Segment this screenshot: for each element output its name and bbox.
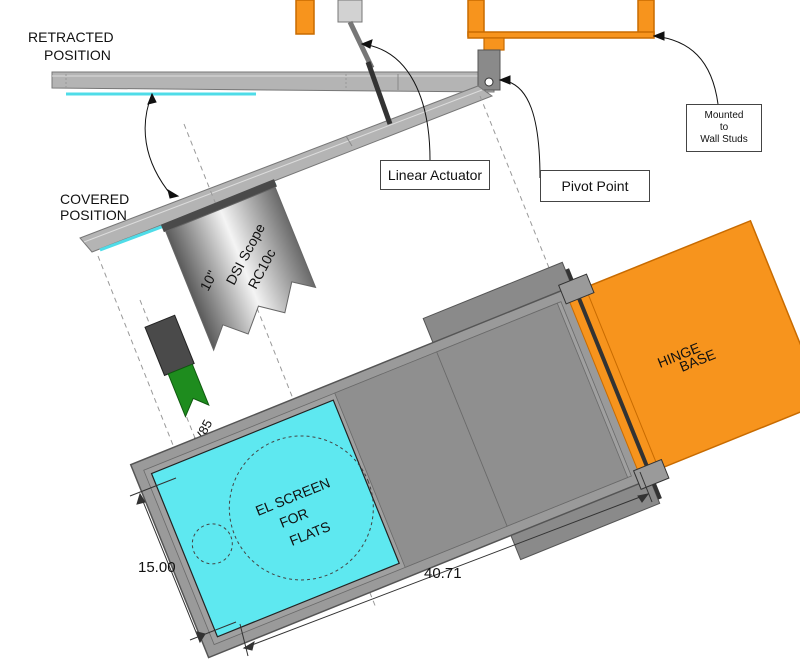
retracted-bar: [51, 71, 495, 96]
dimension-length: [239, 471, 653, 657]
main-assembly: [129, 219, 800, 659]
linear-actuator-label: Linear Actuator: [387, 167, 483, 183]
dimension-width: [129, 477, 237, 644]
retracted-label-2: POSITION: [44, 47, 111, 63]
mounted-callout: Mounted to Wall Studs: [686, 104, 762, 152]
mounted-label-2: to: [719, 122, 729, 133]
mounted-label-1: Mounted: [704, 110, 744, 121]
linear-actuator-rod: [347, 20, 393, 125]
actuator-mount: [337, 0, 363, 23]
pivot-point-callout: Pivot Point: [540, 170, 650, 202]
mounted-label-3: Wall Studs: [700, 134, 748, 145]
annotation-arrows: [144, 31, 719, 199]
dimension-length-label: 40.71: [424, 565, 462, 582]
pivot-block: [477, 49, 501, 91]
retracted-label-1: RETRACTED: [28, 29, 114, 45]
pivot-point-label: Pivot Point: [561, 178, 629, 194]
dimension-width-label: 15.00: [138, 559, 176, 576]
linear-actuator-callout: Linear Actuator: [380, 160, 490, 190]
dsi-scope: [160, 179, 317, 352]
tv85-scope: [144, 314, 210, 418]
covered-label-2: POSITION: [60, 207, 127, 223]
covered-label-1: COVERED: [60, 191, 129, 207]
